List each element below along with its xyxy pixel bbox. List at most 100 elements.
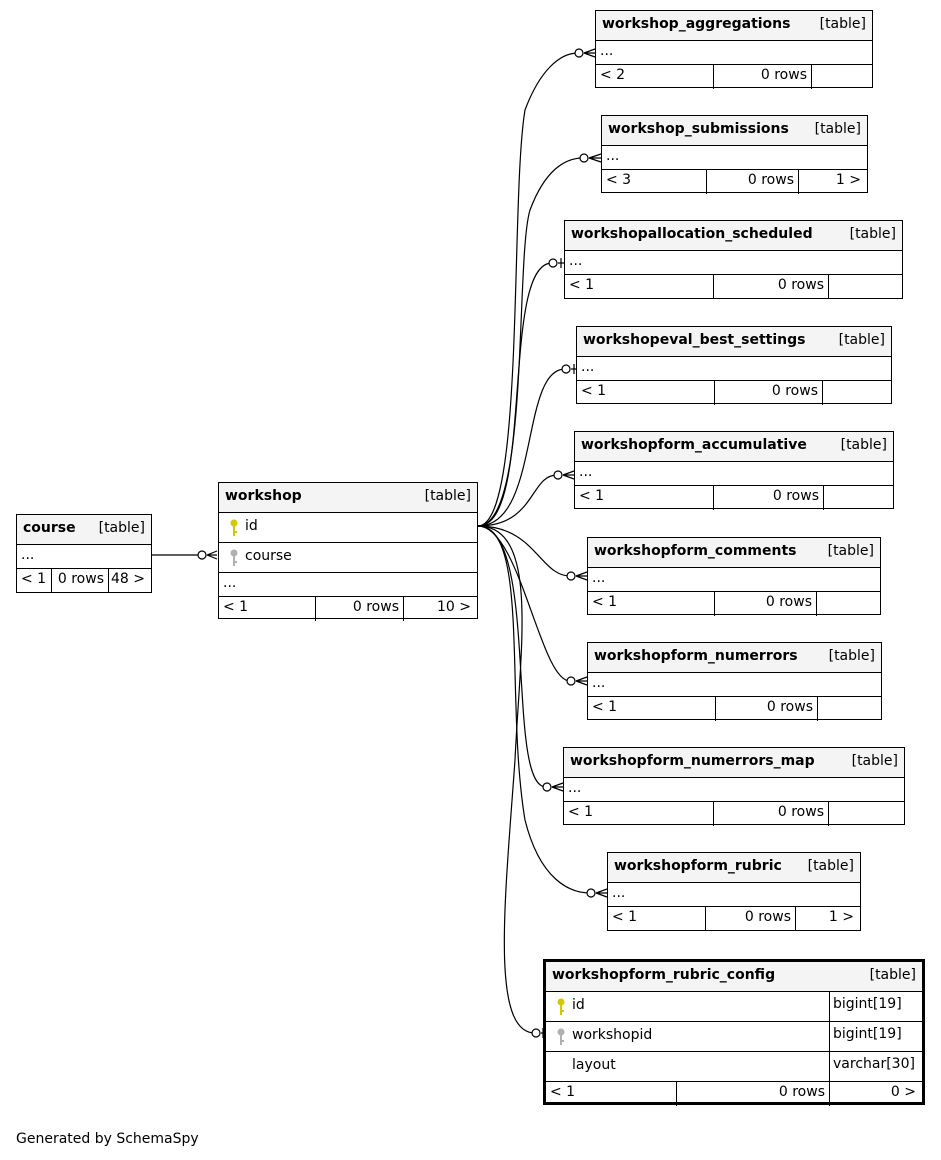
table-name: workshop <box>225 488 302 504</box>
table-kind: [table] <box>827 543 874 559</box>
table-workshopallocation-scheduled[interactable]: workshopallocation_scheduled [table] ...… <box>564 220 903 299</box>
row-count: 0 rows <box>714 592 816 616</box>
children-count <box>828 275 902 299</box>
parents-count: < 1 <box>612 909 638 925</box>
crowfoot-course <box>206 550 218 560</box>
row-count: 0 rows <box>705 907 795 931</box>
table-footer: < 1 0 rows <box>577 381 891 405</box>
table-workshop-submissions[interactable]: workshop_submissions [table] ... < 3 0 r… <box>601 115 868 194</box>
table-workshopform-accumulative[interactable]: workshopform_accumulative [table] ... < … <box>574 431 894 510</box>
table-kind: [table] <box>840 437 887 453</box>
ellipsis-text: ... <box>581 359 595 375</box>
table-name: workshopform_numerrors <box>594 648 798 664</box>
edge-workshop-rubric <box>477 525 591 894</box>
column-type: varchar[30] <box>829 1052 915 1081</box>
table-workshop-aggregations[interactable]: workshop_aggregations [table] ... < 2 0 … <box>595 10 873 89</box>
table-footer: < 1 0 rows <box>564 802 904 826</box>
edge-endpoint-numerrors-map <box>542 782 552 792</box>
generated-by-note: Generated by SchemaSpy <box>16 1131 199 1147</box>
table-footer: < 1 0 rows <box>575 486 893 510</box>
children-count <box>822 381 891 405</box>
column-course: course <box>219 543 477 573</box>
children-count: 1 > <box>795 907 860 931</box>
children-count: 48 > <box>108 569 151 593</box>
row-count: 0 rows <box>713 65 811 89</box>
column-name: layout <box>572 1057 616 1073</box>
children-count: 0 > <box>829 1082 922 1106</box>
row-count: 0 rows <box>715 697 817 721</box>
table-header: workshopform_rubric [table] <box>608 853 860 883</box>
table-header: workshopallocation_scheduled [table] <box>565 221 902 251</box>
ellipsis-text: ... <box>612 885 626 901</box>
edge-endpoint-accumulative <box>553 470 563 480</box>
edge-endpoint-allocation <box>548 258 558 268</box>
table-footer: < 1 0 rows 10 > <box>219 597 477 621</box>
edge-endpoint-comments <box>566 571 576 581</box>
table-workshopeval-best-settings[interactable]: workshopeval_best_settings [table] ... <… <box>576 326 892 405</box>
table-name: workshopallocation_scheduled <box>571 226 813 242</box>
edge-workshop-numerrors <box>477 525 571 682</box>
columns-ellipsis: ... <box>588 673 881 697</box>
table-header: workshop_aggregations [table] <box>596 11 872 41</box>
table-kind: [table] <box>849 226 896 242</box>
table-workshopform-rubric-config[interactable]: workshopform_rubric_config [table] id bi… <box>543 959 925 1106</box>
parents-count: < 1 <box>21 571 47 587</box>
parents-count: < 1 <box>223 599 249 615</box>
row-count: 0 rows <box>713 275 828 299</box>
table-workshopform-numerrors-map[interactable]: workshopform_numerrors_map [table] ... <… <box>563 747 905 826</box>
table-workshop[interactable]: workshop [table] id course ... < 1 0 row… <box>218 482 478 621</box>
parents-count: < 1 <box>569 277 595 293</box>
children-count <box>816 592 880 616</box>
row-count: 0 rows <box>676 1082 829 1106</box>
crowfoot-numerrors-map <box>551 782 564 792</box>
table-footer: < 1 0 rows 0 > <box>546 1082 922 1106</box>
table-header: workshopform_numerrors [table] <box>588 643 881 673</box>
column-workshopid: workshopid bigint[19] <box>546 1022 922 1052</box>
table-kind: [table] <box>98 520 145 536</box>
table-header: course [table] <box>17 515 151 545</box>
table-header: workshopeval_best_settings [table] <box>577 327 891 357</box>
table-name: workshopeval_best_settings <box>583 332 806 348</box>
table-name: course <box>23 520 76 536</box>
table-footer: < 1 0 rows <box>588 697 881 721</box>
parents-count: < 1 <box>568 804 594 820</box>
table-footer: < 2 0 rows <box>596 65 872 89</box>
table-header: workshop [table] <box>219 483 477 513</box>
table-kind: [table] <box>807 858 854 874</box>
bar-allocation <box>558 258 565 268</box>
table-footer: < 1 0 rows <box>588 592 880 616</box>
table-course[interactable]: course [table] ... < 1 0 rows 48 > <box>16 514 152 593</box>
parents-count: < 2 <box>600 67 626 83</box>
column-name: course <box>245 548 292 564</box>
table-header: workshop_submissions [table] <box>602 116 867 146</box>
table-workshopform-comments[interactable]: workshopform_comments [table] ... < 1 0 … <box>587 537 881 616</box>
parents-count: < 1 <box>592 699 618 715</box>
columns-ellipsis: ... <box>596 41 872 65</box>
table-kind: [table] <box>814 121 861 137</box>
ellipsis-text: ... <box>592 675 606 691</box>
ellipsis-text: ... <box>579 464 593 480</box>
column-id: id <box>219 513 477 543</box>
table-workshopform-numerrors[interactable]: workshopform_numerrors [table] ... < 1 0… <box>587 642 882 721</box>
row-count: 0 rows <box>713 802 828 826</box>
parents-count: < 1 <box>550 1084 576 1100</box>
parents-count: < 1 <box>581 383 607 399</box>
table-footer: < 1 0 rows <box>565 275 902 299</box>
table-kind: [table] <box>838 332 885 348</box>
columns-ellipsis: ... <box>564 778 904 802</box>
table-footer: < 1 0 rows 1 > <box>608 907 860 931</box>
edge-workshop-rubric-config <box>477 525 536 1034</box>
table-header: workshopform_numerrors_map [table] <box>564 748 904 778</box>
children-count <box>817 697 881 721</box>
table-workshopform-rubric[interactable]: workshopform_rubric [table] ... < 1 0 ro… <box>607 852 861 931</box>
primary-key-icon <box>230 519 238 536</box>
ellipsis-text: ... <box>569 253 583 269</box>
edge-endpoint-rubric-config <box>531 1028 541 1038</box>
row-count: 0 rows <box>713 486 823 510</box>
children-count: 10 > <box>403 597 477 621</box>
edge-workshop-numerrors-map <box>477 525 547 788</box>
column-layout: layout varchar[30] <box>546 1052 922 1082</box>
edge-workshop-evalbest <box>477 368 566 527</box>
edge-workshop-submissions <box>477 157 584 527</box>
children-count: 1 > <box>798 170 867 194</box>
